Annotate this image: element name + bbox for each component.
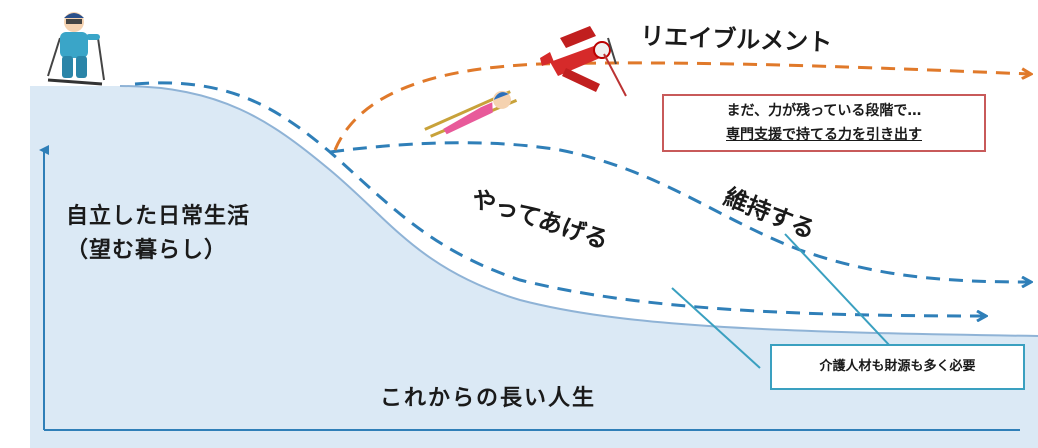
ski-jumper-icon (424, 90, 518, 138)
label-reablement: リエイブルメント (640, 22, 833, 57)
reablement-callout: まだ、力が残っている段階で… 専門支援で持てる力を引き出す (662, 94, 986, 152)
label-iji-suru: 維持する (720, 183, 819, 245)
path-yatte-ageru (134, 81, 985, 316)
x-axis-label: これからの長い人生 (380, 386, 597, 411)
skier-icon (47, 12, 105, 86)
red-biplane-icon (540, 26, 627, 97)
reablement-callout-line2: 専門支援で持てる力を引き出す (726, 127, 922, 143)
path-iji-suru (329, 141, 1030, 282)
leader-line-2 (784, 233, 891, 347)
reablement-callout-line1: まだ、力が残っている段階で… (726, 103, 922, 119)
slope-edge (119, 85, 1038, 337)
label-yatte-ageru: やってあげる (468, 184, 612, 255)
path-reablement (333, 61, 1030, 151)
cost-callout: 介護人材も財源も多く必要 (770, 344, 1025, 390)
y-axis-label-line2: （望む暮らし） (66, 238, 228, 263)
y-axis-label-line1: 自立した日常生活 (66, 204, 251, 229)
y-axis-label: 自立した日常生活 （望む暮らし） (66, 200, 250, 268)
leader-line-1 (671, 287, 761, 369)
